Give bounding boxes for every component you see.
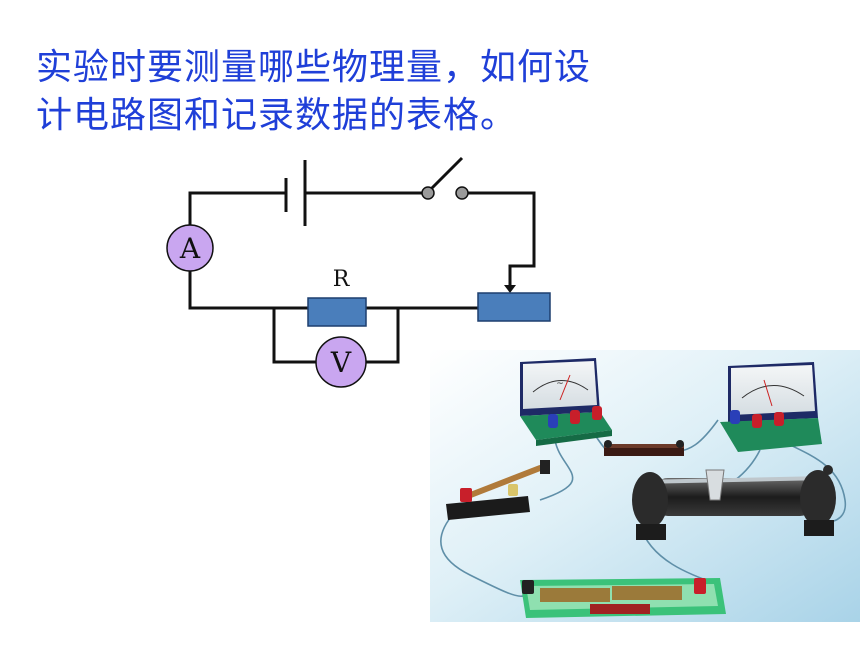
knife-switch-photo-icon xyxy=(446,460,550,520)
circuit-wires xyxy=(188,191,536,364)
resistor-label: R xyxy=(333,267,351,292)
voltmeter-icon: V xyxy=(315,336,367,388)
question-line-1: 实验时要测量哪些物理量，如何设 xyxy=(36,47,592,88)
question-line-2: 计电路图和记录数据的表格。 xyxy=(36,95,518,136)
rheostat-photo-icon xyxy=(632,465,836,540)
apparatus-photo: ~ xyxy=(430,350,860,622)
resistor-icon xyxy=(307,297,367,327)
battery-icon xyxy=(284,160,307,226)
meter-photo-icon-2 xyxy=(720,362,822,452)
ammeter-label: A xyxy=(179,232,201,265)
rheostat-icon xyxy=(477,292,551,322)
rheostat-slider-icon xyxy=(504,285,516,293)
ammeter-icon: A xyxy=(166,224,214,272)
resistor-photo-icon xyxy=(604,440,684,456)
switch-icon xyxy=(421,156,469,200)
question-text: 实验时要测量哪些物理量，如何设 计电路图和记录数据的表格。 xyxy=(36,44,591,140)
meter-photo-icon: ~ xyxy=(520,358,612,446)
voltmeter-label: V xyxy=(330,346,352,379)
battery-box-photo-icon xyxy=(520,578,726,618)
svg-text:~: ~ xyxy=(556,379,564,389)
